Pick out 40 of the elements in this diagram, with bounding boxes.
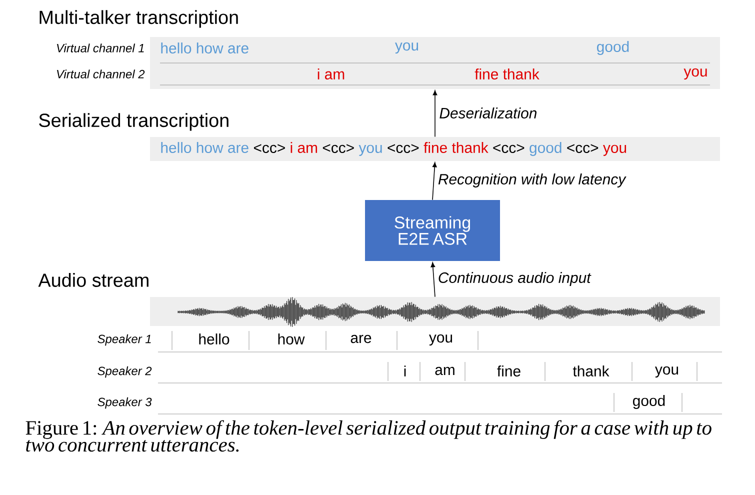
node-label: hello how are [161, 142, 248, 153]
transcript-words: you [395, 42, 418, 54]
caption: Figure 1: An overview of the token-level serialized output training for a case with up to two concurrent utterances. [26, 420, 712, 452]
node-label: Audio stream [38, 273, 148, 287]
node-label: <cc> [388, 144, 419, 153]
node-label: Serialized transcription [39, 113, 228, 131]
node-label: Multi-talker transcription [40, 10, 238, 28]
arrow [430, 262, 436, 298]
speaker-word: you [654, 366, 678, 378]
transcript-words: hello how are [161, 42, 248, 54]
channel-label: Virtual channel 1 [57, 44, 144, 52]
edge-label: Continuous audio input [438, 272, 592, 286]
speaker-label: Speaker 2 [98, 366, 152, 378]
node-label: <cc> [567, 144, 598, 153]
node-label: you [358, 144, 382, 156]
speaker-label: Speaker 1 [98, 334, 151, 346]
arrow [432, 90, 438, 138]
node-label: <cc> [493, 144, 524, 153]
edge-label: Deserialization [440, 108, 536, 118]
speaker-label: Speaker 3 [98, 397, 152, 409]
serialized-text: hello how are <cc> i am <cc> you <cc> fine thank <cc> good <cc> you [161, 142, 626, 156]
transcript-words: fine thank [474, 68, 540, 80]
arrow [432, 162, 437, 200]
transcript-words: i am [318, 68, 344, 80]
node-label: you [603, 144, 626, 156]
channel-label: Virtual channel 2 [57, 70, 145, 78]
edge-label: Recognition with low latency [438, 174, 626, 188]
speaker-word: i [404, 366, 406, 376]
node-label: good [530, 142, 562, 156]
node-label: <cc> [254, 144, 285, 153]
speaker-word: fine [497, 366, 520, 376]
transcript-words: good [597, 41, 629, 55]
speaker-word: am [435, 366, 454, 376]
node-label: <cc> [322, 144, 354, 153]
node-label: i am [290, 142, 318, 153]
speaker-word: thank [572, 366, 610, 376]
speaker-word: good [633, 395, 665, 409]
node-label: fine thank [424, 142, 488, 153]
transcript-words: you [684, 68, 707, 80]
asr-box: Streaming E2E ASR [365, 200, 500, 261]
